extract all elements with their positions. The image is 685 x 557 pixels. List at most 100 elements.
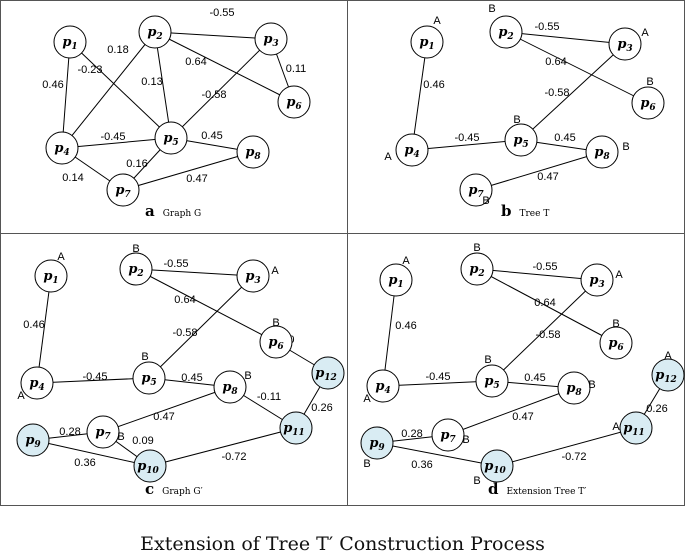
edge-p1-p4 <box>61 41 71 149</box>
node-label: p4 <box>375 379 390 396</box>
node-class-tag: B <box>622 141 629 153</box>
node-p2: p2B <box>119 243 153 286</box>
node-label: p5 <box>163 131 178 148</box>
node-label-subscript: 11 <box>292 428 305 438</box>
node-circle <box>475 364 509 398</box>
edge-p9-p10 <box>376 442 498 467</box>
node-label: p11 <box>623 421 645 438</box>
node-label-subscript: 4 <box>63 148 69 158</box>
node-label: p7 <box>95 425 111 442</box>
node-label-subscript: 12 <box>664 375 677 385</box>
edge-weight-label: 0.36 <box>411 459 432 471</box>
edge-weight-label: 0.09 <box>132 435 153 447</box>
node-class-tag: A <box>384 151 392 163</box>
node-label-base: p <box>163 131 172 146</box>
node-circle <box>379 263 413 297</box>
node-label-subscript: 10 <box>146 466 159 476</box>
panel-letter: c <box>145 480 154 498</box>
node-circle <box>45 131 79 165</box>
node-label-base: p <box>419 35 428 50</box>
node-label-base: p <box>268 335 277 350</box>
node-circle <box>585 135 619 169</box>
node-circle <box>119 252 153 286</box>
node-circle <box>20 366 54 400</box>
node-circle <box>16 423 50 457</box>
edge-weight-label: -0.58 <box>201 89 226 101</box>
node-circle <box>132 361 166 395</box>
node-label: p3 <box>589 273 604 290</box>
node-label: p1 <box>62 35 77 52</box>
edge-p10-p11 <box>496 427 637 467</box>
node-p8: p8B <box>213 370 252 404</box>
edge-p3-p5 <box>520 43 626 141</box>
node-label: p7 <box>115 183 131 200</box>
node-label-subscript: 9 <box>378 443 385 453</box>
node-label-base: p <box>469 262 478 277</box>
node-class-tag: A <box>641 27 649 39</box>
node-circle <box>254 22 288 56</box>
node-class-tag: B <box>646 76 653 88</box>
edge-weight-label: -0.72 <box>221 451 246 463</box>
node-label-base: p <box>29 376 38 391</box>
node-label-subscript: 1 <box>71 42 77 52</box>
edge-weight-label: -0.55 <box>534 21 559 33</box>
node-class-tag: B <box>488 3 495 15</box>
edge-p2-p5 <box>154 31 172 139</box>
node-label-base: p <box>54 141 63 156</box>
node-circle <box>459 173 493 207</box>
node-label-base: p <box>617 37 626 52</box>
node-label-subscript: 6 <box>295 102 302 112</box>
edge-p1-p4 <box>36 275 52 384</box>
node-label: p5 <box>513 133 528 150</box>
edge-p1-p4 <box>411 41 428 151</box>
edge-p4-p5 <box>61 137 172 149</box>
node-label: p3 <box>617 37 632 54</box>
edge-p1-p5 <box>69 41 172 139</box>
node-label: p7 <box>468 183 484 200</box>
node-label-base: p <box>263 32 272 47</box>
node-p4: p4A <box>17 366 54 402</box>
node-class-tag: B <box>473 475 480 487</box>
edge-weight-label: 0.64 <box>534 297 555 309</box>
node-p12: p12 <box>311 356 345 390</box>
node-label-subscript: 3 <box>272 39 278 49</box>
edge-p4-p5 <box>382 380 493 387</box>
edge-p3-p5 <box>491 279 598 382</box>
node-class-tag: B <box>484 354 491 366</box>
node-circle <box>277 85 311 119</box>
node-circle <box>133 449 167 483</box>
node-label: p1 <box>388 273 403 290</box>
edge-p2-p6 <box>505 31 649 104</box>
node-label: p3 <box>263 32 278 49</box>
edge-weight-label: 0.14 <box>62 172 83 184</box>
node-class-tag: B <box>363 458 370 470</box>
node-label: p12 <box>315 366 337 383</box>
edge-p9-p10 <box>32 439 151 467</box>
edge-p3-p5 <box>170 38 272 139</box>
edge-p7-p8 <box>102 386 231 433</box>
node-label-subscript: 4 <box>38 383 44 393</box>
node-p3: p3A <box>580 263 623 297</box>
node-label-subscript: 1 <box>397 280 403 290</box>
node-label: p12 <box>655 368 677 385</box>
edge-weight-label: 0.45 <box>201 130 222 142</box>
node-label-base: p <box>283 421 292 436</box>
node-label: p7 <box>440 428 456 445</box>
node-label-subscript: 2 <box>136 269 143 279</box>
edge-weight-label: 0.28 <box>59 426 80 438</box>
node-circle <box>460 252 494 286</box>
edge-p3-p5 <box>148 275 254 379</box>
node-circle <box>106 173 140 207</box>
edge-weight-label: -0.55 <box>163 258 188 270</box>
node-label: p8 <box>566 381 582 398</box>
edge-p2-p6 <box>135 268 277 343</box>
edge-weight-label: 0.28 <box>401 428 422 440</box>
node-circle <box>395 133 429 167</box>
node-label-subscript: 6 <box>277 342 284 352</box>
panel-caption-text: Tree T <box>520 209 550 219</box>
edge-weight-label: 0.11 <box>286 63 307 75</box>
node-circle <box>53 25 87 59</box>
edge-weight-label: 0.47 <box>186 173 207 185</box>
